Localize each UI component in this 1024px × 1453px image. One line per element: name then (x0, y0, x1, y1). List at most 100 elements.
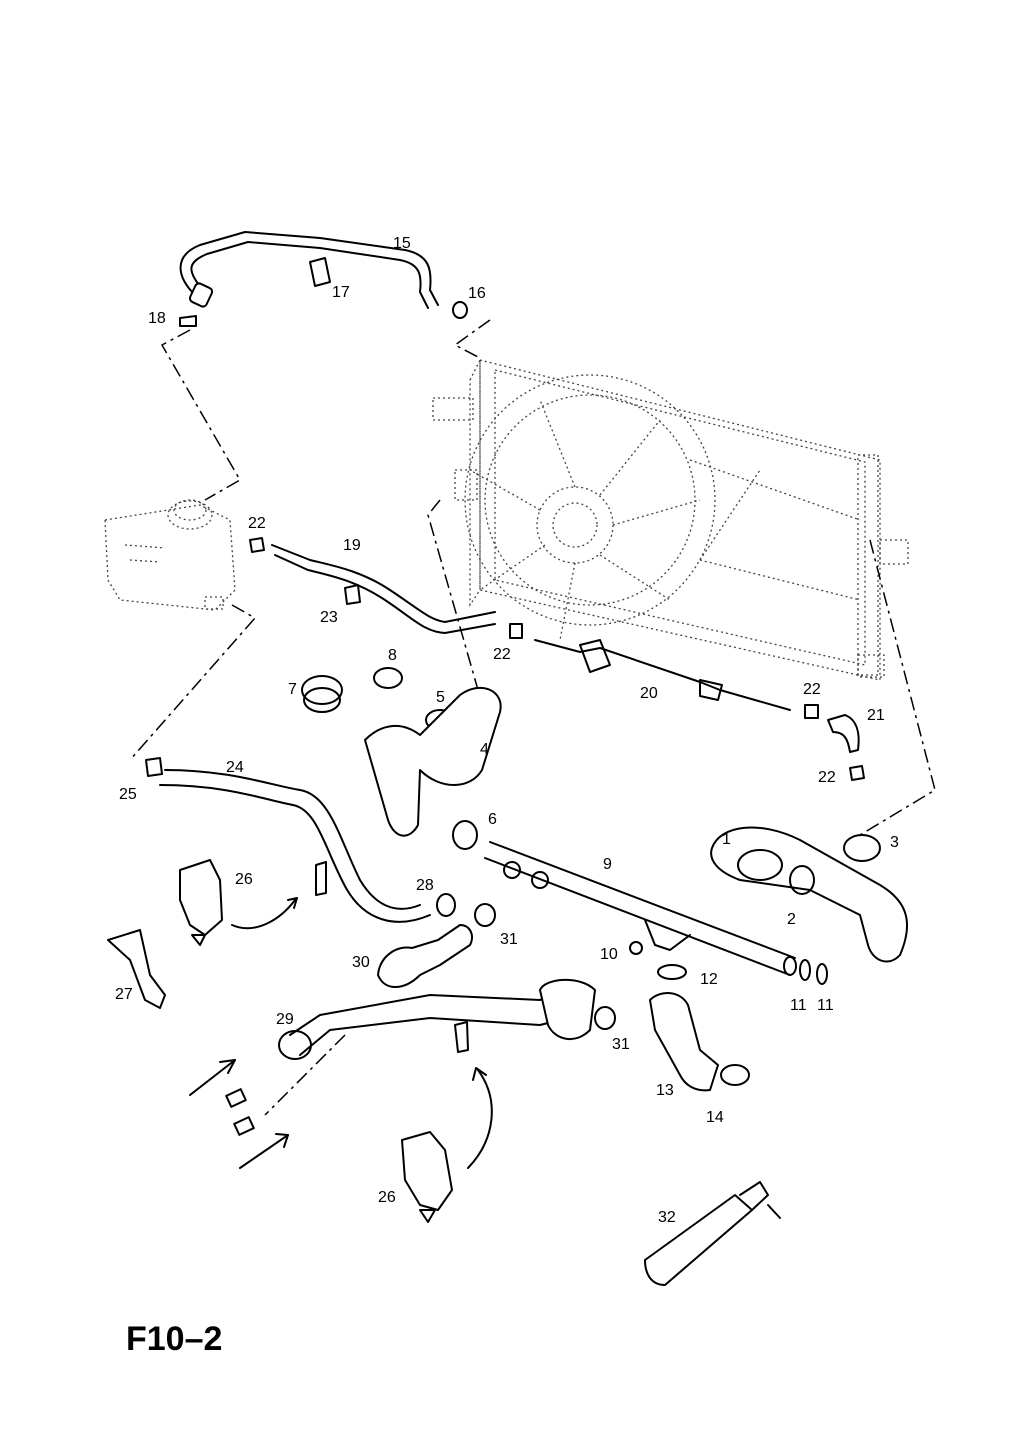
part-21-hose (827, 714, 860, 753)
part-4-hose (364, 686, 502, 837)
arrow-left-head (219, 1059, 236, 1074)
part-26-sensor-a (315, 861, 327, 896)
part-label-8: 8 (388, 647, 397, 664)
arrow-26-b (467, 1069, 493, 1169)
part-15-hose-edge (190, 241, 429, 309)
part-label-24: 24 (226, 759, 244, 776)
part-label-3: 3 (890, 834, 899, 851)
part-label-20: 20 (640, 685, 658, 702)
part-32-nozzle (739, 1181, 769, 1211)
part-8-clamp (373, 667, 403, 689)
part-29-hose-edge (299, 1017, 561, 1056)
small-cap-b (233, 1116, 255, 1136)
part-label-10: 10 (600, 946, 618, 963)
part-17-holder (309, 257, 331, 287)
small-cap-a (225, 1088, 247, 1108)
part-29-sensor (454, 1021, 469, 1053)
arrow-26-a (231, 899, 296, 930)
part-6-clamp (452, 820, 478, 850)
part-label-23: 23 (320, 609, 338, 626)
part-label-15: 15 (393, 235, 411, 252)
part-label-26b: 26 (378, 1189, 396, 1206)
part-label-29: 29 (276, 1011, 294, 1028)
part-20-bracket-b (699, 679, 723, 701)
part-2-clamp (789, 865, 815, 895)
part-label-25: 25 (119, 786, 137, 803)
part-label-17: 17 (332, 284, 350, 301)
part-32-tube (644, 1194, 753, 1286)
part-26-housing-a (179, 859, 223, 936)
arrow-right (239, 1134, 289, 1169)
part-label-16: 16 (468, 285, 486, 302)
part-19-hose-edge (274, 554, 496, 634)
part-29-end (278, 1030, 312, 1060)
part-18-clip (179, 315, 197, 327)
part-label-32: 32 (658, 1209, 676, 1226)
part-label-11b: 11 (817, 997, 834, 1014)
part-9-pipe-edge (484, 857, 791, 976)
part-label-14: 14 (706, 1109, 724, 1126)
part-label-18: 18 (148, 310, 166, 327)
part-label-22b: 22 (493, 646, 511, 663)
part-label-11a: 11 (790, 997, 807, 1014)
part-27-bracket (107, 929, 166, 1009)
part-7-clamp (301, 675, 343, 705)
part-29-hose (289, 989, 561, 1036)
radiator-assembly (432, 359, 909, 681)
part-label-22d: 22 (818, 769, 836, 786)
part-label-1: 1 (722, 831, 731, 848)
part-label-19: 19 (343, 537, 361, 554)
part-label-30: 30 (352, 954, 370, 971)
part-9-branch (644, 919, 691, 951)
connection-lines (129, 319, 936, 1116)
part-22-clip-a (249, 537, 265, 553)
part-29-loop (539, 978, 596, 1040)
part-15-end (188, 282, 214, 308)
part-19-hose (271, 544, 496, 623)
part-24-hose (164, 769, 421, 910)
part-31-clamp-a (474, 903, 496, 927)
part-20-bracket-a (579, 639, 611, 673)
part-30-hose (377, 924, 473, 988)
part-label-4: 4 (480, 741, 489, 758)
part-label-22a: 22 (248, 515, 266, 532)
arrow-26-b-head (472, 1067, 487, 1081)
part-15-hose (179, 231, 439, 306)
expansion-tank (104, 499, 236, 611)
part-26-housing-a-base (191, 934, 206, 946)
part-31-clamp-b (594, 1006, 616, 1030)
part-label-31a: 31 (500, 931, 518, 948)
part-label-5: 5 (436, 689, 445, 706)
part-1-end (737, 849, 783, 881)
part-label-9: 9 (603, 856, 612, 873)
part-14-clamp (720, 1064, 750, 1086)
part-label-21: 21 (867, 707, 885, 724)
part-24-hose-edge (159, 784, 431, 923)
part-label-28: 28 (416, 877, 434, 894)
part-9-nipple-a (503, 861, 521, 879)
part-32-cap (767, 1204, 781, 1219)
part-3-clamp (843, 834, 881, 862)
arrow-left (189, 1059, 236, 1096)
part-12-clamp (657, 964, 687, 980)
part-9-pipe (489, 841, 796, 959)
part-22-clip-b (509, 623, 523, 639)
part-26-housing-b (401, 1131, 453, 1211)
arrow-right-head (275, 1133, 289, 1148)
part-23-holder (344, 584, 361, 605)
part-26-housing-b-base (419, 1209, 436, 1223)
part-9-nipple-b (531, 871, 549, 889)
part-label-31b: 31 (612, 1036, 630, 1053)
part-28-clamp (436, 893, 456, 917)
part-10-bolt (629, 941, 643, 955)
part-20-pipe (534, 639, 791, 711)
part-label-2: 2 (787, 911, 796, 928)
part-7-clamp-b (303, 687, 341, 713)
part-label-27: 27 (115, 986, 133, 1003)
part-label-13: 13 (656, 1082, 674, 1099)
part-22-clip-d (849, 765, 865, 781)
arrow-26-a-head (287, 897, 298, 909)
part-label-22c: 22 (803, 681, 821, 698)
part-25-clip (145, 757, 163, 777)
